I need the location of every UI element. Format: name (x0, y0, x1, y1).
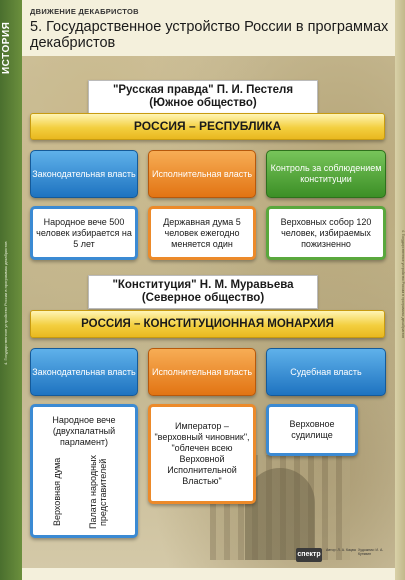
arch-illustration (245, 468, 315, 560)
north-body-executive: Император – "верховный чиновник", "облеч… (148, 404, 256, 504)
north-branch-judicial: Судебная власть (266, 348, 386, 396)
south-branch-legislative: Законодательная власть (30, 150, 138, 198)
south-body-control: Верховных собор 120 человек, избираемых … (266, 206, 386, 260)
footer-credits-right: Художник: И. А. Кутявин (358, 548, 384, 556)
publisher-logo: спектр (296, 548, 322, 562)
right-caption: 4. Государственное устройство России в п… (401, 230, 405, 339)
chamber-lower: Палата народных представителей (88, 454, 108, 530)
chamber-upper: Верховная дума (52, 457, 62, 527)
north-header: "Конституция" Н. М. Муравьева (Северное … (88, 275, 318, 309)
south-branch-control: Контроль за соблюдением конституции (266, 150, 386, 198)
south-header-title: "Русская правда" П. И. Пестеля (112, 84, 294, 96)
sidebar-label: ИСТОРИЯ (1, 21, 12, 75)
sidebar: ИСТОРИЯ 4. Государственное устройство Ро… (0, 0, 22, 580)
north-branch-legislative: Законодательная власть (30, 348, 138, 396)
south-banner: РОССИЯ – РЕСПУБЛИКА (30, 113, 385, 140)
south-header: "Русская правда" П. И. Пестеля (Южное об… (88, 80, 318, 114)
south-branch-executive: Исполнительная власть (148, 150, 256, 198)
right-strip: 4. Государственное устройство России в п… (395, 0, 405, 580)
north-header-subtitle: (Северное общество) (141, 292, 265, 304)
south-body-executive: Державная дума 5 человек ежегодно меняет… (148, 206, 256, 260)
north-body-legislative-text: Народное вече (двухпалатный парламент) (52, 415, 116, 447)
south-header-subtitle: (Южное общество) (149, 97, 257, 109)
sidebar-caption: 4. Государственное устройство России в п… (3, 241, 8, 365)
north-header-title: "Конституция" Н. М. Муравьева (112, 279, 294, 291)
north-branch-executive: Исполнительная власть (148, 348, 256, 396)
south-body-legislative: Народное вече 500 человек избирается на … (30, 206, 138, 260)
north-body-legislative: Народное вече (двухпалатный парламент) (30, 404, 138, 538)
page-title: 5. Государственное устройство России в п… (30, 19, 389, 51)
section-tag: ДВИЖЕНИЕ ДЕКАБРИСТОВ (30, 7, 139, 16)
north-banner: РОССИЯ – КОНСТИТУЦИОННАЯ МОНАРХИЯ (30, 310, 385, 338)
footer-credits-left: Автор: Л. А. Кацва (326, 548, 356, 552)
north-body-judicial: Верховное судилище (266, 404, 358, 456)
